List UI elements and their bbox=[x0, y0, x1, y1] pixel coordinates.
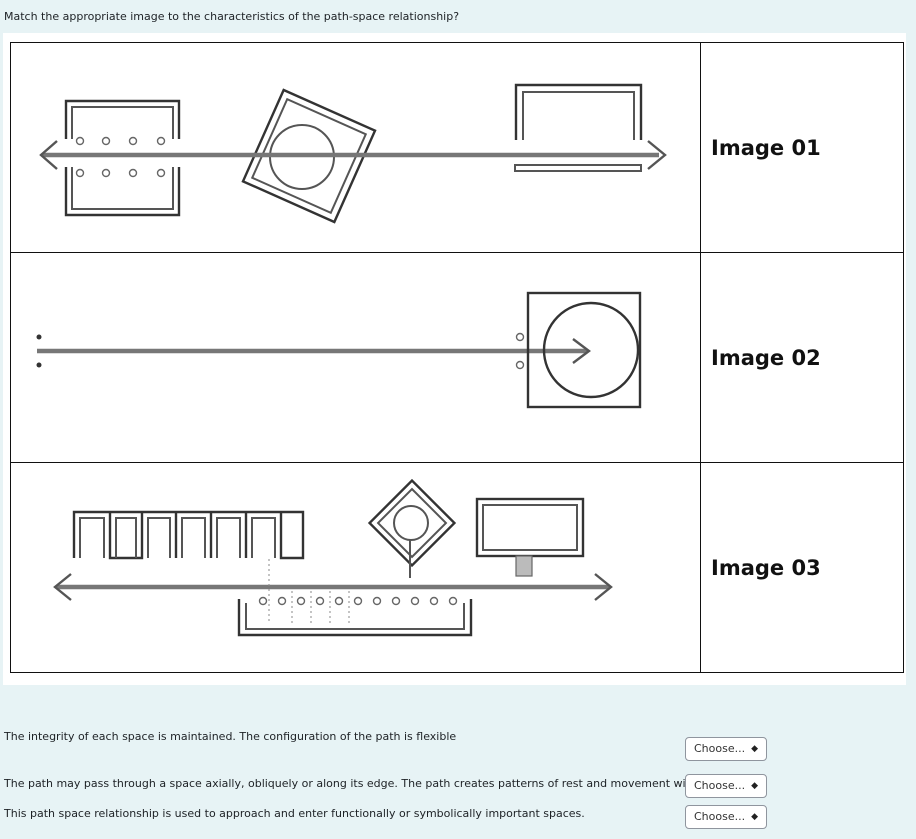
table-row: Image 01 bbox=[10, 42, 904, 253]
match-select-1-value: Choose... bbox=[694, 742, 746, 755]
image-03-label: Image 03 bbox=[700, 462, 904, 673]
match-select-2[interactable]: Choose... ◆ bbox=[685, 774, 767, 798]
match-select-3[interactable]: Choose... ◆ bbox=[685, 805, 767, 829]
image-02-sketch bbox=[10, 252, 701, 463]
table-row: Image 03 bbox=[10, 462, 904, 673]
image-03-sketch bbox=[10, 462, 701, 673]
up-down-caret-icon: ◆ bbox=[751, 781, 758, 791]
match-select-2-value: Choose... bbox=[694, 779, 746, 792]
image-table: Image 01 Image 02 bbox=[10, 42, 904, 673]
match-select-1[interactable]: Choose... ◆ bbox=[685, 737, 767, 761]
up-down-caret-icon: ◆ bbox=[751, 744, 758, 754]
table-row: Image 02 bbox=[10, 252, 904, 463]
match-text-1: The integrity of each space is maintaine… bbox=[4, 730, 457, 743]
up-down-caret-icon: ◆ bbox=[751, 812, 758, 822]
image-01-sketch bbox=[10, 42, 701, 253]
match-text-2: The path may pass through a space axiall… bbox=[4, 777, 722, 790]
question-text: Match the appropriate image to the chara… bbox=[4, 10, 460, 23]
match-select-3-value: Choose... bbox=[694, 810, 746, 823]
image-01-label: Image 01 bbox=[700, 42, 904, 253]
image-02-label: Image 02 bbox=[700, 252, 904, 463]
match-text-3: This path space relationship is used to … bbox=[4, 807, 585, 820]
